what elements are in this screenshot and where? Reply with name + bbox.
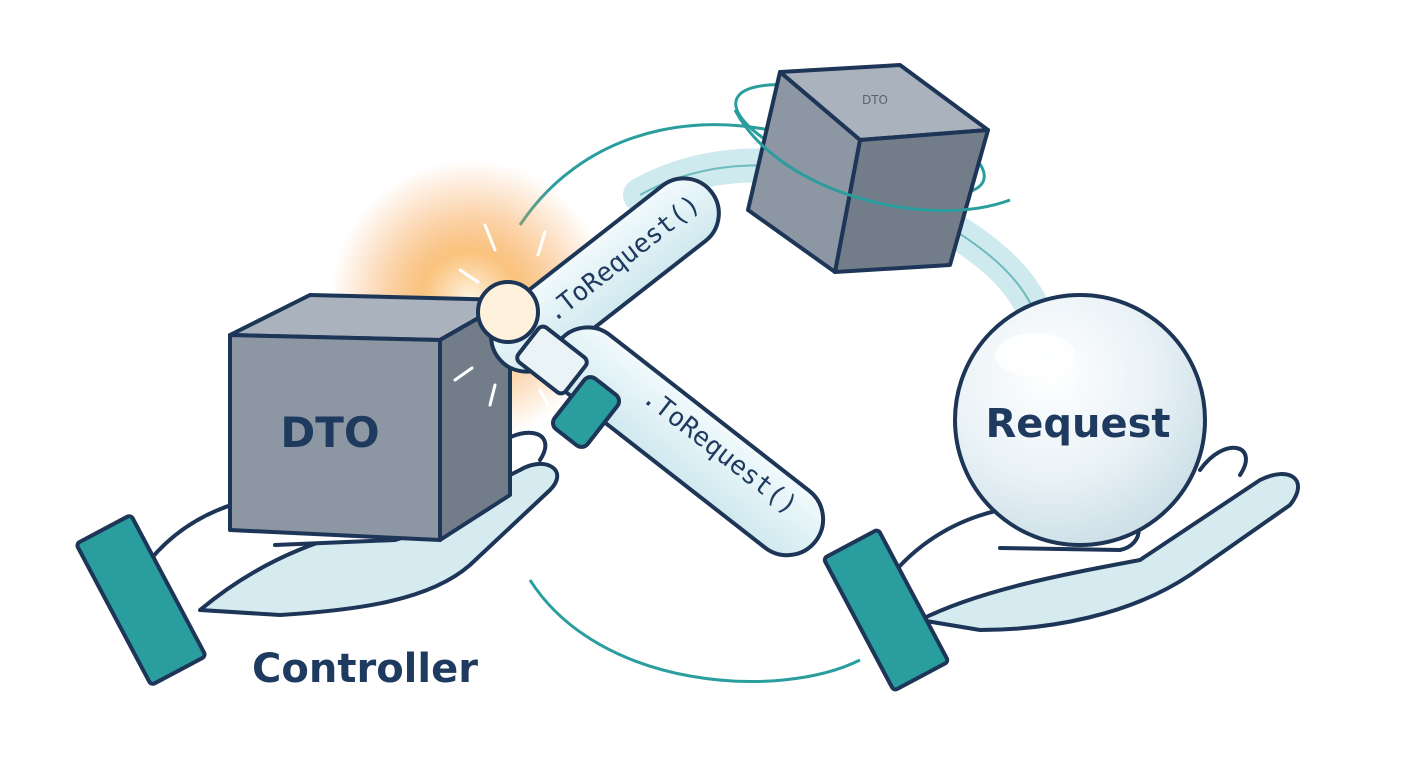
spark-icon — [453, 223, 550, 407]
floating-box-label: DTO — [862, 93, 888, 107]
sphere-label: Request — [985, 401, 1170, 447]
upper-tube — [476, 176, 721, 374]
controller-label: Controller — [252, 646, 478, 692]
left-box-label: DTO — [280, 408, 379, 457]
floating-cube-icon — [733, 63, 1011, 274]
request-sphere-icon — [953, 293, 1207, 547]
lower-tube — [515, 324, 826, 558]
left-cube-icon — [228, 293, 512, 542]
